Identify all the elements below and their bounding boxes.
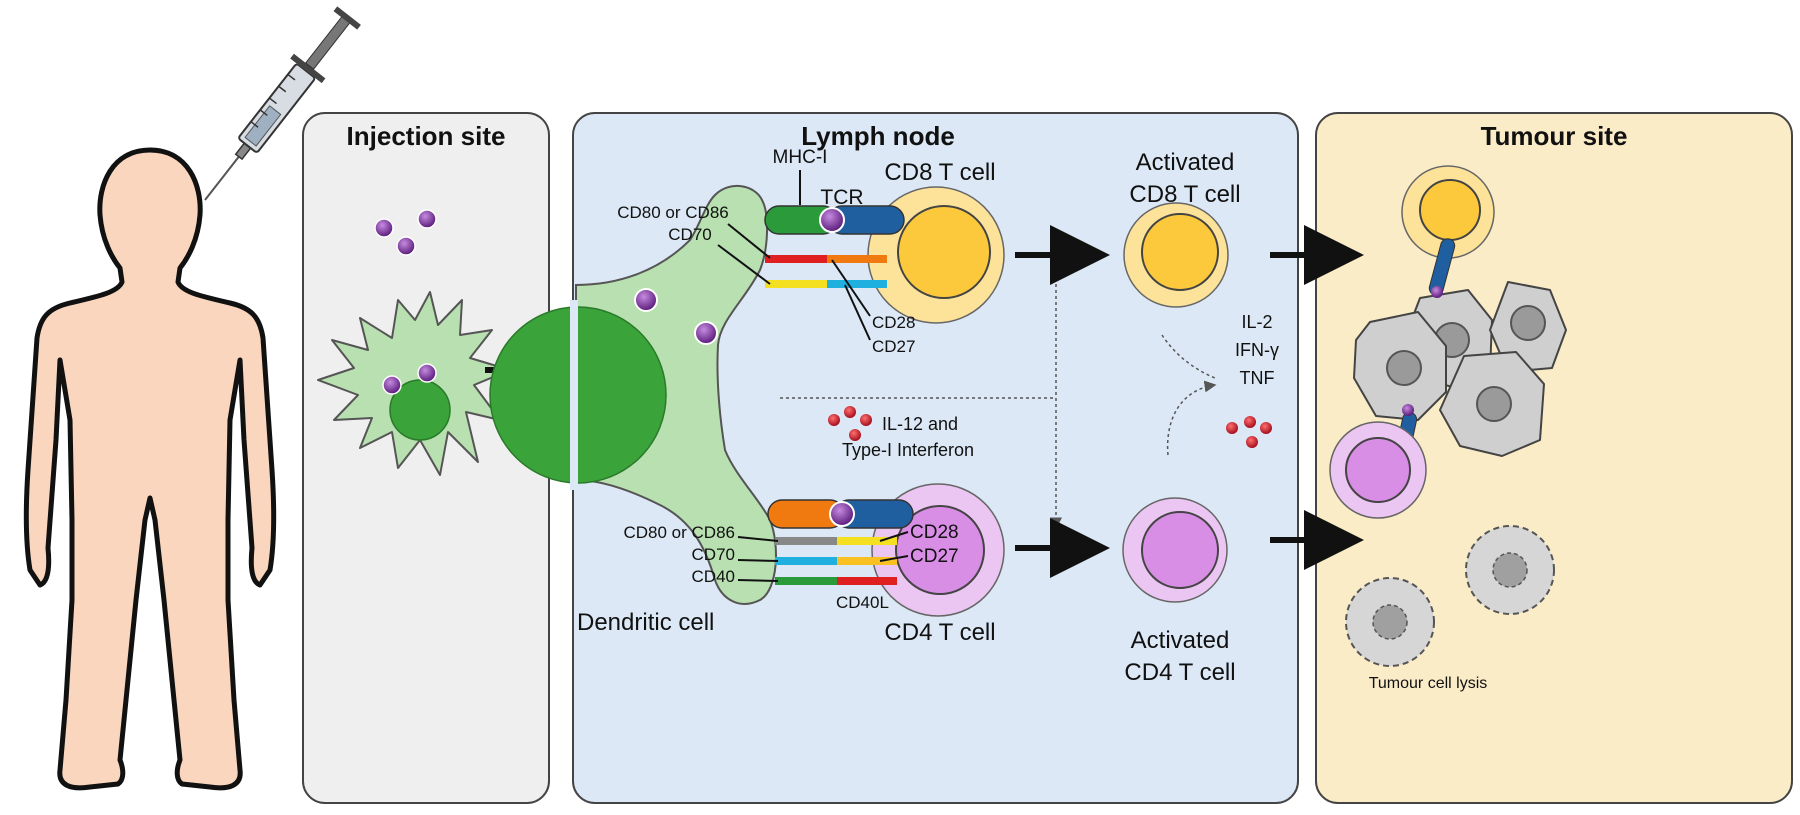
cd80-top-label: CD80 or CD86 — [617, 203, 729, 222]
tnf-label: TNF — [1240, 368, 1275, 388]
cd27-top-label: CD27 — [872, 337, 915, 356]
activated-cd4-nucleus — [1141, 511, 1219, 589]
il2-label: IL-2 — [1241, 312, 1272, 332]
cd4-t-cell — [871, 483, 1005, 617]
cd8-t-cell-label: CD8 T cell — [884, 159, 995, 186]
cd40l-label: CD40L — [836, 593, 889, 612]
cd8-t-cell-nucleus — [897, 205, 991, 299]
lymph-node-title: Lymph node — [801, 121, 955, 151]
syringe — [204, 6, 361, 201]
dendritic-cell-label: Dendritic cell — [577, 609, 714, 636]
human-body-shape — [23, 147, 277, 791]
cd28-top-label: CD28 — [872, 313, 915, 332]
activated-cd4-label-1: Activated — [1131, 627, 1230, 654]
tcr-top-label: TCR — [820, 186, 863, 209]
cd4-t-cell-label: CD4 T cell — [884, 619, 995, 646]
dendritic-cell — [489, 185, 777, 605]
human-figure — [23, 147, 277, 791]
cytokine-label-1: IL-12 and — [882, 414, 958, 434]
ifn-label: IFN-γ — [1235, 340, 1279, 360]
immature-dendritic-cell — [317, 291, 511, 476]
cd27-bottom-label: CD27 — [910, 546, 959, 567]
tumour-cd8-t-cell — [1401, 165, 1495, 259]
cd4-t-cell-nucleus — [895, 505, 985, 595]
cd28-bottom-label: CD28 — [910, 522, 959, 543]
cd70-bottom-label: CD70 — [692, 545, 735, 564]
cytokine-label-2: Type-I Interferon — [842, 440, 974, 460]
cd40-label: CD40 — [692, 567, 735, 586]
tumour-cell-lysis-label: Tumour cell lysis — [1369, 675, 1488, 692]
lysed-tumour-cells — [1345, 525, 1555, 667]
tumour-cells — [1353, 281, 1567, 457]
activated-cd8-t-cell — [1123, 202, 1229, 308]
cd80-bottom-label: CD80 or CD86 — [624, 523, 736, 542]
tumour-cd4-t-cell — [1329, 421, 1427, 519]
tumour-site-title: Tumour site — [1481, 121, 1628, 151]
injection-site-title: Injection site — [347, 121, 506, 151]
injected-antigen-particles — [374, 209, 437, 256]
activated-cd8-label-1: Activated — [1136, 149, 1235, 176]
activated-cd8-nucleus — [1141, 213, 1219, 291]
activated-cd4-t-cell — [1122, 497, 1228, 603]
activated-cd4-label-2: CD4 T cell — [1124, 659, 1235, 686]
cd70-top-label: CD70 — [668, 225, 711, 244]
cytokine-release-curve — [1161, 334, 1216, 379]
mhc-label: MHC-I — [773, 147, 828, 168]
il2-cytokines — [1226, 416, 1272, 448]
il12-cytokines — [828, 406, 872, 441]
immature-dendritic-nucleus — [389, 379, 451, 441]
